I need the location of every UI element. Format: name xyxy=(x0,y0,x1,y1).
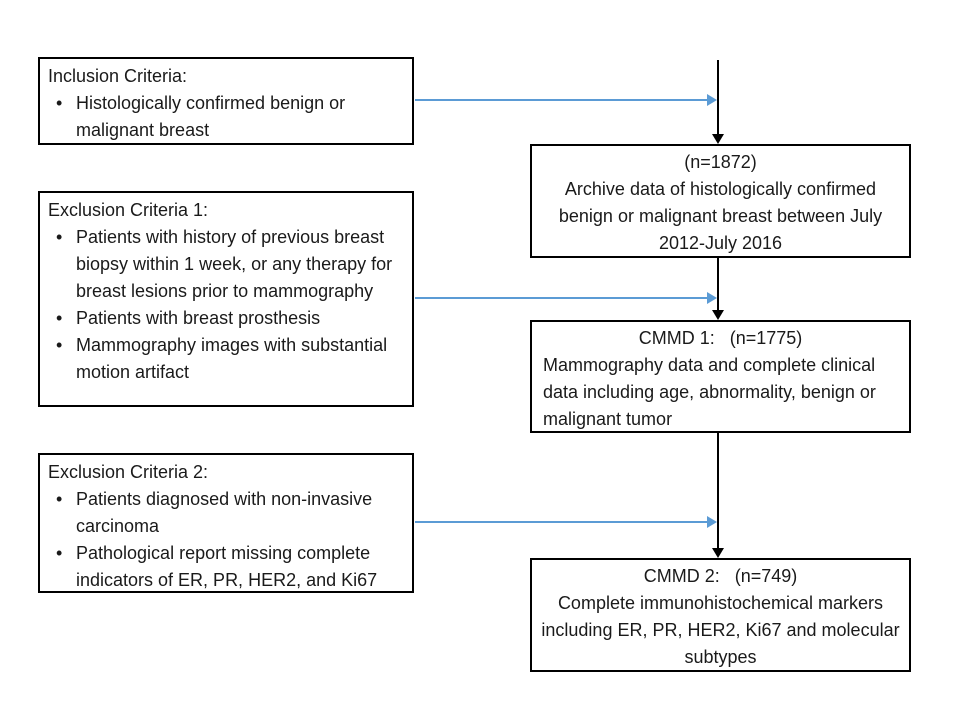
bullet-icon: • xyxy=(56,93,63,113)
exclusion-criteria-2-box: Exclusion Criteria 2: • Patients diagnos… xyxy=(38,453,414,593)
bullet-icon: • xyxy=(56,543,63,563)
exclusion-criteria-1-box: Exclusion Criteria 1: • Patients with hi… xyxy=(38,191,414,407)
down-connector-line-3 xyxy=(717,433,719,549)
box-body: Archive data of histologically confirmed… xyxy=(558,179,883,253)
bullet-icon: • xyxy=(56,227,63,247)
box-title: CMMD 2: (n=749) xyxy=(643,566,798,586)
box-title: Exclusion Criteria 1: xyxy=(48,200,209,220)
box-title: Exclusion Criteria 2: xyxy=(48,462,209,482)
bullet-item: • Patients with history of previous brea… xyxy=(48,224,406,305)
bullet-icon: • xyxy=(56,335,63,355)
cmmd-2-box: CMMD 2: (n=749) Complete immunohistochem… xyxy=(530,558,911,672)
box-body: Mammography data and complete clinical d… xyxy=(543,355,876,429)
bullet-item: • Histologically confirmed benign or mal… xyxy=(48,90,406,144)
bullet-text: Pathological report missing complete ind… xyxy=(76,543,378,590)
box-title: Inclusion Criteria: xyxy=(48,66,188,86)
box-title: (n=1872) xyxy=(684,152,757,172)
bullet-item: • Patients with breast prosthesis xyxy=(48,305,406,332)
archive-data-box: (n=1872) Archive data of histologically … xyxy=(530,144,911,258)
arrowhead-right-icon xyxy=(707,516,717,528)
right-connector-line-2 xyxy=(415,297,708,299)
arrowhead-right-icon xyxy=(707,292,717,304)
bullet-icon: • xyxy=(56,308,63,328)
inclusion-criteria-box: Inclusion Criteria: • Histologically con… xyxy=(38,57,414,145)
arrowhead-down-icon xyxy=(712,548,724,558)
bullet-text: Mammography images with substantial moti… xyxy=(76,335,388,382)
arrowhead-right-icon xyxy=(707,94,717,106)
down-connector-line-1 xyxy=(717,60,719,135)
bullet-item: • Mammography images with substantial mo… xyxy=(48,332,406,386)
arrowhead-down-icon xyxy=(712,310,724,320)
bullet-text: Patients with breast prosthesis xyxy=(76,308,321,328)
box-body: Complete immunohistochemical markers inc… xyxy=(541,593,900,667)
cmmd-1-box: CMMD 1: (n=1775) Mammography data and co… xyxy=(530,320,911,433)
bullet-text: Patients with history of previous breast… xyxy=(76,227,393,301)
bullet-text: Patients diagnosed with non-invasive car… xyxy=(76,489,373,536)
down-connector-line-2 xyxy=(717,258,719,311)
bullet-item: • Patients diagnosed with non-invasive c… xyxy=(48,486,406,540)
arrowhead-down-icon xyxy=(712,134,724,144)
right-connector-line-1 xyxy=(415,99,708,101)
box-title: CMMD 1: (n=1775) xyxy=(638,328,803,348)
right-connector-line-3 xyxy=(415,521,708,523)
bullet-icon: • xyxy=(56,489,63,509)
bullet-item: • Pathological report missing complete i… xyxy=(48,540,406,594)
bullet-text: Histologically confirmed benign or malig… xyxy=(76,93,346,140)
